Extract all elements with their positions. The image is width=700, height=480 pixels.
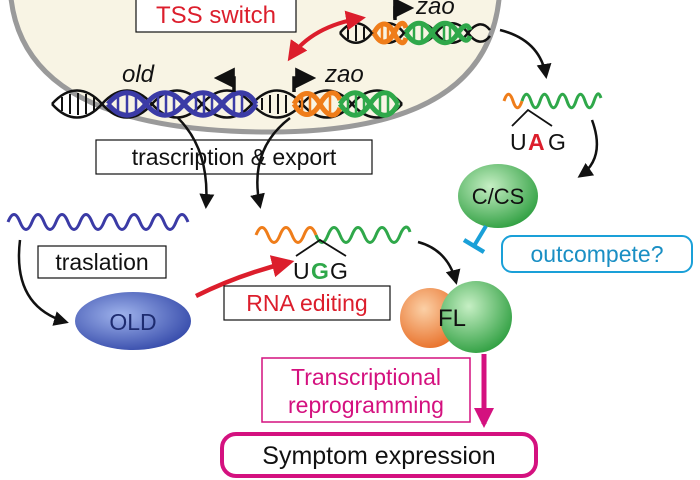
dna-segment-old-blue — [106, 90, 259, 118]
dna-helix-old-zao — [51, 89, 403, 119]
codon-uag-g: G — [548, 129, 566, 155]
promoter-arrow-zao-top-icon — [393, 0, 415, 20]
codon-uag-a: A — [528, 129, 545, 155]
codon-ugg-g2: G — [330, 258, 348, 284]
rna-editing-label: RNA editing — [246, 290, 367, 316]
mrna-old-blue — [6, 213, 190, 231]
codon-ugg-u: U — [293, 258, 310, 284]
translation-label: traslation — [55, 249, 148, 275]
promoter-arrow-old-icon — [213, 67, 236, 92]
translation-box — [37, 245, 167, 279]
gene-label-old: old — [122, 61, 155, 88]
rna-editing-arrow — [194, 255, 295, 299]
gene-label-zao-bottom: zao — [324, 61, 364, 88]
inhibition-arrow-icon — [472, 224, 488, 248]
reprogramming-line1: Transcriptional — [291, 364, 441, 390]
reprogramming-line2: reprogramming — [288, 392, 444, 418]
codon-uag-u: U — [510, 129, 527, 155]
dna-segment-zao-orange — [291, 90, 343, 118]
fl-green-subunit — [440, 281, 512, 353]
mrna-zao-uag — [502, 92, 603, 127]
ccs-protein-ellipse — [458, 164, 538, 228]
transcription-export-box — [95, 139, 373, 175]
arrow-ugg-to-fl — [417, 240, 461, 285]
dna-segment-zao-top-orange — [371, 20, 409, 46]
arrow-uag-to-ccs — [577, 119, 599, 178]
inhibition-bar — [462, 238, 486, 254]
gene-label-zao-top: zao — [415, 0, 455, 20]
transcription-export-label: trascription & export — [132, 144, 337, 170]
arrow-translation — [17, 239, 69, 326]
dna-rungs-black-middle — [261, 94, 287, 114]
dna-segment-zao-top-green — [403, 20, 473, 46]
rna-editing-box — [223, 285, 391, 321]
arrow-zao-transcription — [250, 117, 291, 209]
dna-rungs-black-left — [61, 93, 95, 115]
mrna-zao-ugg — [254, 225, 412, 257]
arrow-old-transcription — [177, 117, 215, 209]
arrow-zao-top-to-uag-mrna — [499, 28, 552, 79]
codon-ugg-g1: G — [311, 258, 329, 284]
old-protein-label: OLD — [109, 309, 156, 335]
outcompete-box — [501, 235, 693, 273]
fl-protein-label: FL — [438, 305, 466, 332]
symptom-expression-label: Symptom expression — [262, 442, 495, 470]
old-protein-ellipse — [75, 292, 191, 350]
outcompete-label: outcompete? — [531, 241, 664, 267]
promoter-arrow-zao-icon — [292, 67, 317, 92]
tss-switch-label: TSS switch — [156, 2, 276, 29]
symptom-expression-box — [220, 432, 538, 478]
reprogramming-box — [261, 357, 471, 423]
tss-switch-arrow — [287, 10, 366, 62]
dna-segment-zao-green — [337, 90, 401, 118]
ccs-protein-label: C/CS — [472, 184, 525, 209]
